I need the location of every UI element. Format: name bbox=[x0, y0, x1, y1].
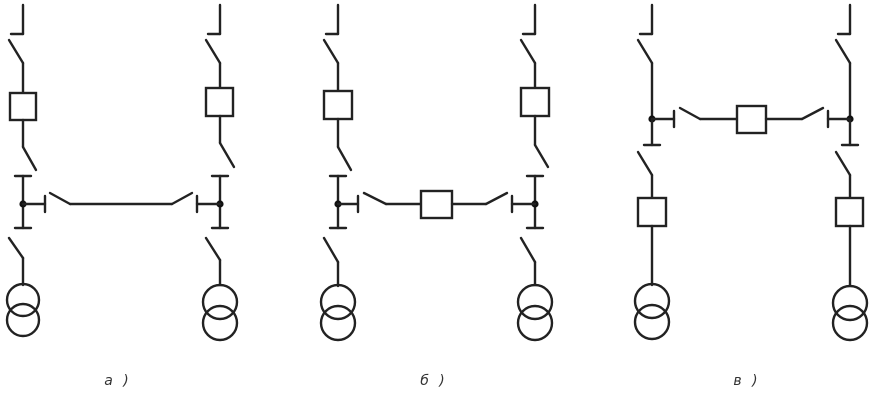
scheme-b-left-branch bbox=[319, 3, 360, 342]
scheme-c-left-branch bbox=[633, 3, 676, 341]
label-a: а ) bbox=[104, 373, 132, 389]
transformer-winding bbox=[831, 284, 869, 322]
disconnector-blade bbox=[834, 150, 852, 177]
label-b: б ) bbox=[420, 373, 448, 389]
scheme-c-tie bbox=[678, 104, 825, 135]
disconnector-blade bbox=[800, 106, 825, 121]
disconnector-blade bbox=[533, 143, 550, 169]
scheme-c bbox=[633, 3, 869, 342]
disconnector-blade bbox=[336, 145, 353, 172]
breaker-box bbox=[8, 91, 38, 122]
scheme-b bbox=[319, 3, 554, 342]
breaker-box bbox=[735, 104, 768, 135]
breaker-box bbox=[204, 86, 235, 118]
scheme-a bbox=[5, 3, 239, 342]
disconnector-blade bbox=[322, 38, 340, 65]
breaker-box bbox=[519, 86, 551, 118]
disconnector-blade bbox=[678, 106, 702, 121]
disconnector-blade bbox=[170, 191, 194, 206]
scheme-b-tie bbox=[362, 189, 509, 220]
breaker-box bbox=[636, 196, 668, 228]
disconnector-blade bbox=[322, 236, 340, 264]
disconnector-blade bbox=[218, 141, 236, 169]
disconnector-blade bbox=[484, 191, 509, 206]
transformer-winding bbox=[201, 304, 239, 342]
transformer-winding bbox=[5, 282, 41, 318]
breaker-box bbox=[322, 89, 354, 121]
scheme-a-tie bbox=[48, 191, 194, 206]
disconnector-blade bbox=[204, 236, 222, 262]
disconnector-blade bbox=[204, 38, 222, 65]
breaker-box bbox=[419, 189, 454, 220]
disconnector-blade bbox=[636, 38, 654, 65]
disconnector-blade bbox=[21, 145, 38, 172]
disconnector-blade bbox=[636, 150, 654, 177]
transformer-winding bbox=[633, 282, 671, 320]
scheme-a-right-branch bbox=[195, 3, 239, 342]
scheme-c-right-branch bbox=[826, 3, 869, 342]
transformer-winding bbox=[831, 304, 869, 342]
disconnector-blade bbox=[7, 38, 25, 65]
disconnector-blade bbox=[519, 236, 537, 264]
transformer-winding bbox=[201, 283, 239, 321]
transformer-winding bbox=[516, 304, 554, 342]
scheme-a-left-branch bbox=[5, 3, 47, 338]
disconnector-blade bbox=[519, 38, 537, 65]
breaker-box bbox=[834, 196, 865, 228]
transformer-winding bbox=[319, 283, 357, 321]
disconnector-blade bbox=[834, 38, 852, 65]
scheme-b-right-branch bbox=[510, 3, 554, 342]
disconnector-blade bbox=[48, 191, 72, 206]
disconnector-blade bbox=[362, 191, 388, 206]
transformer-winding bbox=[633, 303, 671, 341]
transformer-winding bbox=[5, 302, 41, 338]
transformer-winding bbox=[319, 304, 357, 342]
transformer-winding bbox=[516, 283, 554, 321]
disconnector-blade bbox=[7, 236, 25, 260]
label-c: в ) bbox=[733, 373, 761, 389]
